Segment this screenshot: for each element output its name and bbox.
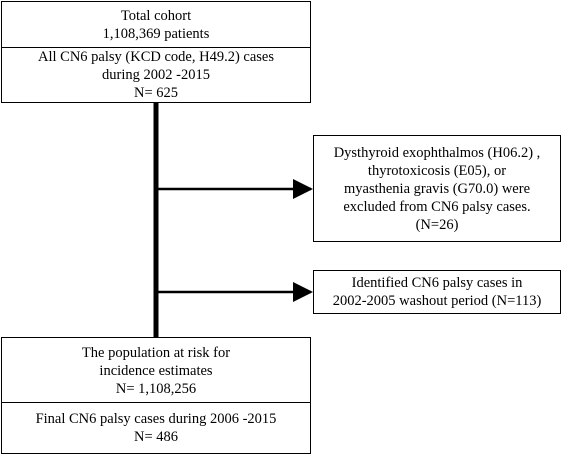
- total-cohort-box: Total cohort 1,108,369 patients: [1, 1, 311, 49]
- population-line-2: incidence estimates: [99, 362, 213, 379]
- excluded-line-3: myasthenia gravis (G70.0) were: [343, 180, 531, 197]
- all-cn6-box: All CN6 palsy (KCD code, H49.2) cases du…: [1, 47, 311, 103]
- excluded-line-2: thyrotoxicosis (E05), or: [367, 162, 507, 179]
- washout-line-1: Identified CN6 palsy cases in: [351, 275, 523, 291]
- washout-line-2: 2002-2005 washout period (N=113): [332, 293, 542, 309]
- all-cn6-line-2: during 2002 -2015: [102, 67, 210, 83]
- total-cohort-count: 1,108,369 patients: [102, 26, 210, 42]
- all-cn6-count: N= 625: [133, 85, 179, 101]
- excluded-count: (N=26): [415, 216, 459, 233]
- excluded-line-4: excluded from CN6 palsy cases.: [343, 198, 531, 215]
- population-count: N= 1,108,256: [115, 380, 197, 397]
- final-line-1: Final CN6 palsy cases during 2006 -2015: [35, 411, 277, 427]
- excluded-line-1: Dysthyroid exophthalmos (H06.2) ,: [333, 144, 541, 161]
- final-cases-box: Final CN6 palsy cases during 2006 -2015 …: [1, 402, 311, 454]
- washout-box: Identified CN6 palsy cases in 2002-2005 …: [313, 270, 561, 314]
- population-line-1: The population at risk for: [81, 344, 231, 361]
- all-cn6-line-1: All CN6 palsy (KCD code, H49.2) cases: [38, 49, 274, 65]
- total-cohort-title: Total cohort: [120, 8, 192, 24]
- final-count: N= 486: [133, 429, 179, 445]
- excluded-box: Dysthyroid exophthalmos (H06.2) , thyrot…: [313, 135, 561, 242]
- population-at-risk-box: The population at risk for incidence est…: [1, 337, 311, 404]
